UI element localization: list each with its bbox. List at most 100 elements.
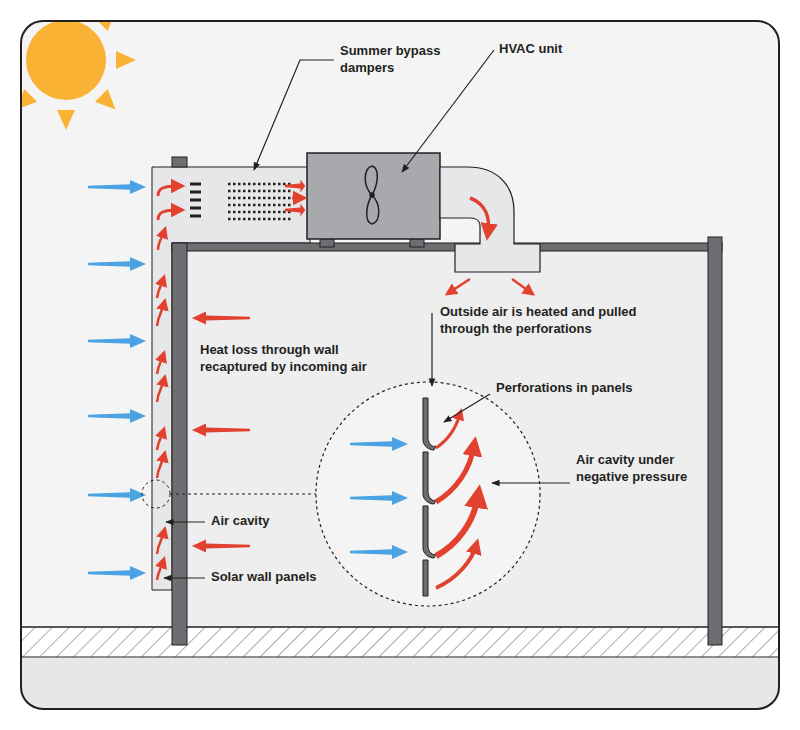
illustration-use xyxy=(88,180,146,194)
illustration-line xyxy=(228,211,292,214)
illustration-line xyxy=(228,183,292,186)
illustration-path xyxy=(158,186,178,196)
ground-line xyxy=(21,626,779,628)
part-label: Solar wall panels xyxy=(211,569,317,586)
note-label: Air cavity under negative pressure xyxy=(576,452,716,486)
hvac-unit xyxy=(307,153,440,239)
part-label: HVAC unit xyxy=(499,41,562,58)
illustration-path xyxy=(158,232,164,250)
illustration-path xyxy=(166,521,205,522)
illustration-path xyxy=(436,546,476,588)
illustration-line xyxy=(190,183,201,186)
scene xyxy=(21,21,779,709)
illustration-g xyxy=(21,21,136,130)
illustration-line xyxy=(190,215,201,218)
illustration-polygon xyxy=(116,51,136,69)
sky xyxy=(21,21,779,709)
illustration-path xyxy=(492,482,570,483)
illustration-path xyxy=(157,456,164,478)
illustration-use xyxy=(350,491,408,505)
illustration-circle xyxy=(370,193,374,197)
note-label: Heat loss through wall recaptured by inc… xyxy=(200,342,400,376)
illustration-line xyxy=(190,207,201,210)
supply-airflow xyxy=(450,279,470,292)
illustration-path xyxy=(158,210,178,220)
illustration-use xyxy=(192,312,250,325)
illustration-use xyxy=(350,545,408,559)
illustration-path xyxy=(292,197,300,200)
cavity-airflow xyxy=(157,232,164,580)
supply-airflow xyxy=(512,279,530,292)
roof-beam xyxy=(172,243,722,251)
illustration-line xyxy=(228,218,292,221)
illustration-use xyxy=(88,488,146,502)
left-wall xyxy=(172,243,187,645)
illustration-path xyxy=(423,506,436,558)
illustration-path xyxy=(423,398,436,450)
illustration-path xyxy=(157,532,164,554)
illustration-path xyxy=(157,304,164,326)
detail-marker xyxy=(142,480,170,508)
illustration-path xyxy=(164,577,205,578)
illustration-use xyxy=(88,409,146,423)
ground-line xyxy=(21,657,779,658)
illustration-path xyxy=(157,380,164,402)
panel-cap xyxy=(172,157,187,167)
illustration-use xyxy=(192,540,250,553)
bypass-dampers xyxy=(190,184,201,216)
illustration-line xyxy=(190,191,201,194)
interior xyxy=(187,250,708,627)
illustration-polygon xyxy=(21,89,37,116)
illustration-path xyxy=(444,394,490,422)
ground-band xyxy=(21,627,779,657)
illustration-circle xyxy=(26,21,106,100)
illustration-path xyxy=(157,562,163,580)
illustration-path xyxy=(423,560,428,596)
illustration-path xyxy=(365,166,377,195)
detail-heated-air xyxy=(436,414,478,588)
duct-airflow xyxy=(285,180,305,217)
perforated-panel xyxy=(423,398,436,596)
damper-grille xyxy=(228,184,292,219)
fan-symbol xyxy=(365,166,379,224)
illustration-path xyxy=(157,356,163,374)
illustration-path xyxy=(157,280,163,298)
illustration-use xyxy=(192,424,250,437)
soil xyxy=(21,658,779,709)
illustration-path xyxy=(254,60,334,170)
part-label: Perforations in panels xyxy=(496,380,633,397)
detail-circle xyxy=(316,382,540,606)
part-label: Summer bypass dampers xyxy=(340,43,460,77)
illustration-polygon xyxy=(95,21,122,31)
right-wall xyxy=(708,237,722,645)
detail-outside-air xyxy=(350,437,408,559)
supply-duct xyxy=(440,167,540,272)
duct-guide xyxy=(440,167,540,272)
illustration-use xyxy=(88,334,146,348)
part-label: Air cavity xyxy=(211,513,270,530)
illustration-path xyxy=(402,50,494,172)
illustration-line xyxy=(228,197,292,200)
illustration-use xyxy=(285,204,305,217)
frame xyxy=(21,21,779,709)
duct-airflow xyxy=(158,186,300,220)
illustration-path xyxy=(423,452,436,504)
illustration-use xyxy=(88,566,146,580)
illustration-path xyxy=(431,313,432,386)
outside-air-arrows xyxy=(88,180,146,580)
illustration-polygon xyxy=(57,110,75,130)
duct-airflow xyxy=(470,198,488,232)
illustration-use xyxy=(350,437,408,451)
detail-link xyxy=(170,494,316,495)
note-label: Outside air is heated and pulled through… xyxy=(440,304,685,338)
ground-hatch xyxy=(21,627,779,657)
illustration-line xyxy=(228,190,292,193)
illustration-path xyxy=(436,496,478,556)
illustration-path xyxy=(436,446,474,502)
illustration-path xyxy=(157,432,163,450)
illustration-use xyxy=(285,180,305,193)
illustration-line xyxy=(190,199,201,202)
illustration-use xyxy=(88,257,146,271)
